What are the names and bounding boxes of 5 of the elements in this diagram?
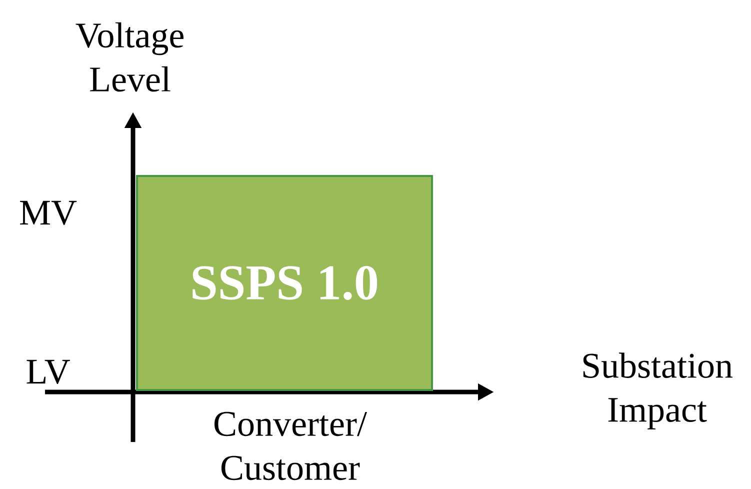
axis-label: Voltage Level <box>76 22 184 92</box>
axis-label: Substation Impact <box>583 352 732 430</box>
tick-label: MV <box>20 200 77 226</box>
tick-label: LV <box>26 360 70 384</box>
level-box: SSPS 1.0 <box>136 175 433 391</box>
